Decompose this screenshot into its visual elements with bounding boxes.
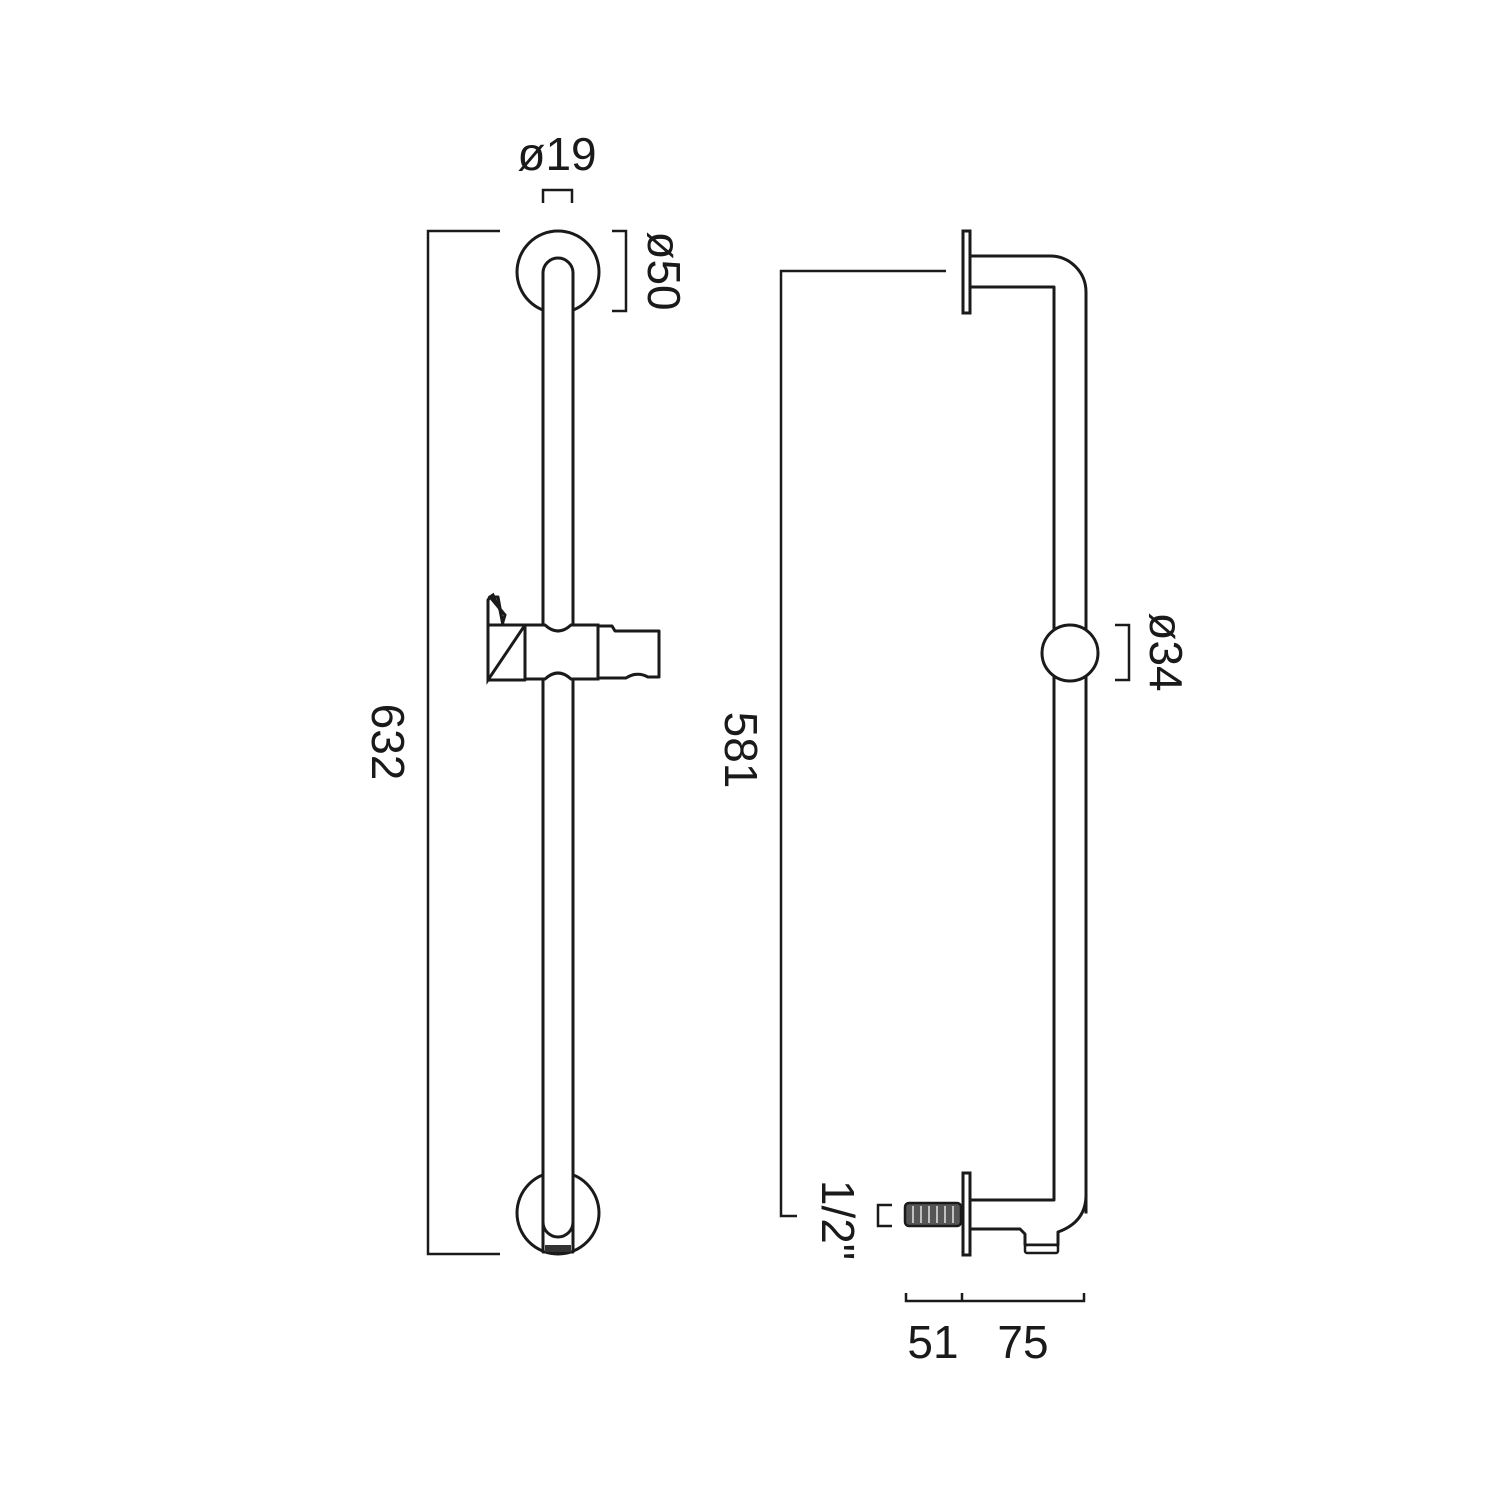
rail-inner-edge	[970, 285, 1056, 1202]
flange-diameter-bracket	[612, 229, 628, 313]
slider-diameter-bracket	[1115, 623, 1131, 682]
outlet-nozzle	[1023, 1243, 1060, 1255]
projection-dimension	[904, 1293, 1086, 1303]
slider-diameter-label: ø34	[1140, 612, 1192, 691]
slider-section	[1040, 623, 1100, 683]
top-wall-plate	[961, 229, 972, 315]
front-view: ø19 ø50 632	[362, 128, 690, 1256]
overall-height-dimension	[426, 229, 500, 1256]
flange-diameter-label: ø50	[638, 231, 690, 310]
rail	[541, 256, 575, 1252]
bracket-centres-label: 581	[715, 712, 767, 789]
inlet-projection-label: 51	[907, 1316, 958, 1368]
slider-holder	[486, 592, 661, 685]
bottom-wall-plate	[961, 1171, 972, 1257]
side-view: ø34 1/2" 581 51 75	[715, 229, 1192, 1368]
outlet-elbow	[970, 1193, 1088, 1247]
thread-size-bracket	[876, 1203, 892, 1228]
rail-diameter-label: ø19	[517, 128, 596, 180]
rail-outer-edge	[970, 254, 1088, 1214]
bracket-centres-dimension	[779, 269, 946, 1218]
rail-diameter-bracket	[541, 188, 574, 203]
thread-size-label: 1/2"	[812, 1180, 864, 1260]
rail-projection-label: 75	[997, 1316, 1048, 1368]
threaded-inlet	[903, 1201, 963, 1228]
end-cap	[545, 1245, 571, 1252]
overall-height-label: 632	[362, 704, 414, 781]
